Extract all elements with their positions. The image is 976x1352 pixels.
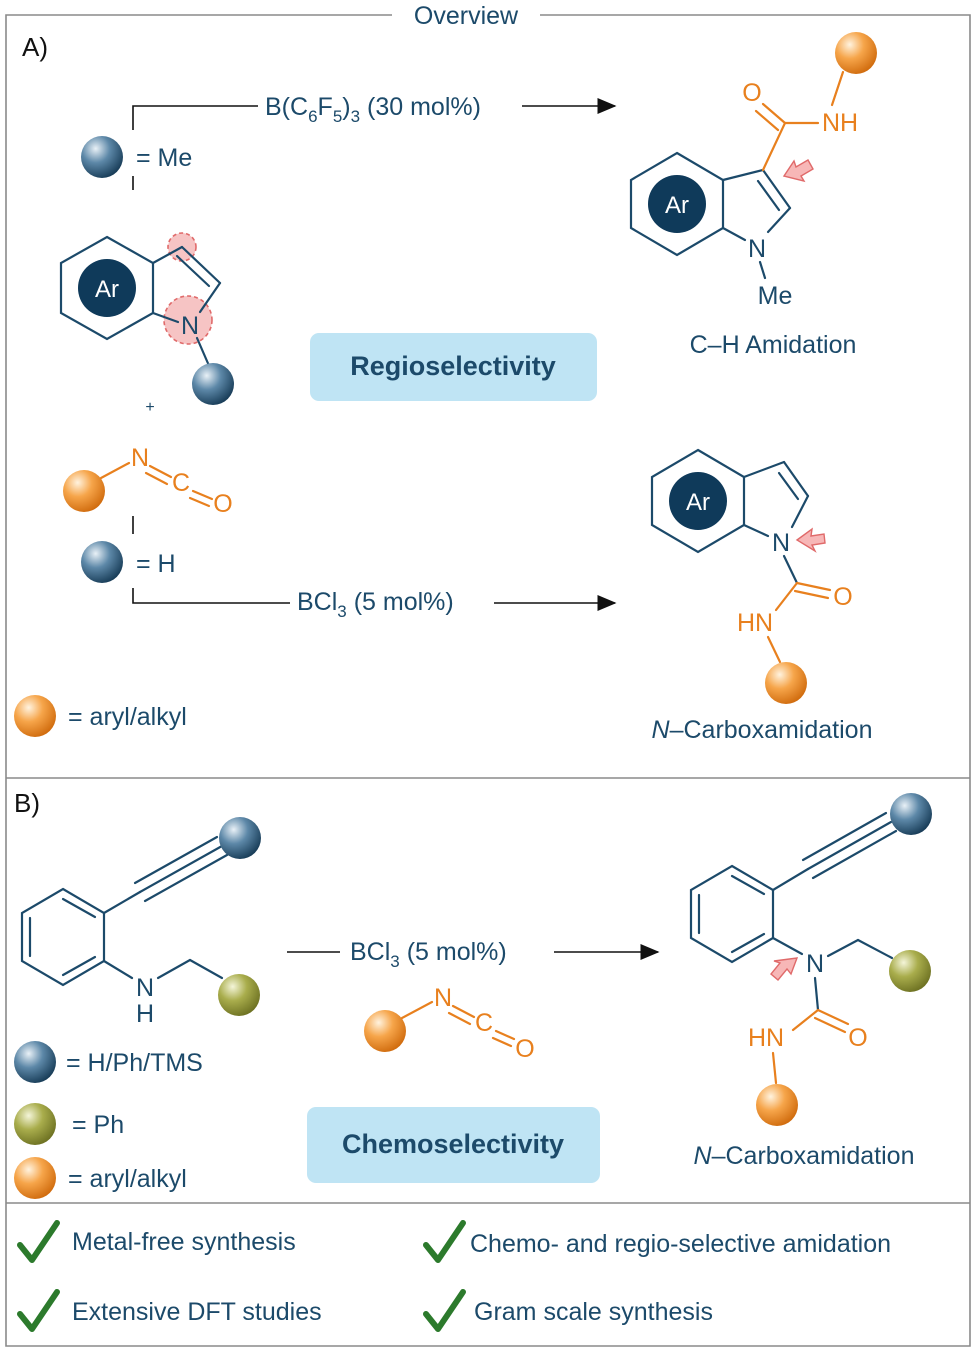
orange-definition-b: = aryl/alkyl bbox=[68, 1165, 187, 1193]
top-conditions: B(C6F5)3 (30 mol%) bbox=[265, 93, 481, 126]
amine-h: H bbox=[136, 1000, 154, 1028]
plus-sign: + bbox=[145, 399, 154, 416]
feature-item: Extensive DFT studies bbox=[72, 1298, 322, 1326]
bottom-reaction-arrow bbox=[132, 516, 617, 611]
n-carboxamidation-caption-a: N–Carboxamidation bbox=[652, 716, 873, 744]
ch-amidation-caption: C–H Amidation bbox=[690, 331, 857, 359]
isocyanate-c-b: C bbox=[475, 1009, 493, 1037]
n1-highlight bbox=[163, 295, 213, 345]
urea-o: O bbox=[833, 583, 852, 611]
chemoselectivity-text: Chemoselectivity bbox=[342, 1129, 564, 1159]
orange-sphere-icon bbox=[63, 470, 105, 512]
chemoselectivity-badge bbox=[307, 1107, 600, 1183]
n1-site-arrow-icon bbox=[795, 527, 826, 553]
feature-item: Gram scale synthesis bbox=[474, 1298, 713, 1326]
panel-b-conditions: BCl3 (5 mol%) bbox=[350, 938, 507, 971]
ar-label: Ar bbox=[95, 276, 119, 303]
indole-n-label: N bbox=[181, 312, 199, 340]
product-b-n-carboxamidation: N O HN bbox=[689, 793, 932, 1126]
indole-n-label-product: N bbox=[772, 529, 790, 557]
check-icon bbox=[17, 1220, 60, 1263]
orange-definition-a: = aryl/alkyl bbox=[68, 703, 187, 731]
green-sphere-icon bbox=[14, 1103, 56, 1145]
orange-sphere-icon bbox=[14, 695, 56, 737]
product-ch-amidation: Ar N Me O NH bbox=[629, 32, 877, 310]
blue-h-definition: = H bbox=[136, 550, 176, 578]
top-reaction-arrow bbox=[132, 98, 617, 190]
orange-sphere-icon bbox=[756, 1084, 798, 1126]
isocyanate-reactant: N C O bbox=[63, 444, 233, 518]
feature-list: Metal-free synthesis Chemo- and regio-se… bbox=[17, 1220, 891, 1332]
orange-sphere-icon bbox=[835, 32, 877, 74]
amide-nh: NH bbox=[822, 109, 858, 137]
ar-label: Ar bbox=[686, 489, 710, 516]
check-icon bbox=[17, 1289, 60, 1332]
amine-n: N bbox=[136, 974, 154, 1002]
isocyanate-o: O bbox=[213, 490, 232, 518]
green-sphere-icon bbox=[889, 950, 931, 992]
blue-sphere-icon bbox=[192, 363, 234, 405]
ar-ring-disc bbox=[669, 472, 727, 530]
panel-b-label: B) bbox=[14, 788, 40, 818]
n-site-arrow-icon bbox=[770, 957, 799, 981]
blue-sphere-icon bbox=[81, 541, 123, 583]
orange-sphere-icon bbox=[14, 1157, 56, 1199]
indole-reactant: Ar N bbox=[59, 232, 234, 405]
product-b-n: N bbox=[806, 950, 824, 978]
blue-me-definition: = Me bbox=[136, 144, 192, 172]
urea-o-b: O bbox=[848, 1024, 867, 1052]
feature-item: Chemo- and regio-selective amidation bbox=[470, 1230, 891, 1258]
feature-item: Metal-free synthesis bbox=[72, 1228, 296, 1256]
green-sphere-icon bbox=[218, 974, 260, 1016]
n-carboxamidation-caption-b: N–Carboxamidation bbox=[694, 1142, 915, 1170]
orange-sphere-icon bbox=[765, 662, 807, 704]
n-methyl-label: Me bbox=[758, 282, 793, 310]
urea-hn: HN bbox=[737, 609, 773, 637]
blue-sphere-icon bbox=[81, 136, 123, 178]
product-n-label: N bbox=[748, 235, 766, 263]
blue-definition-b: = H/Ph/TMS bbox=[66, 1049, 203, 1077]
ar-ring-disc bbox=[78, 259, 136, 317]
orange-sphere-icon bbox=[364, 1010, 406, 1052]
panel-a-label: A) bbox=[22, 32, 48, 62]
isocyanate-n-b: N bbox=[434, 984, 452, 1012]
outer-frame bbox=[5, 14, 971, 1347]
ar-label: Ar bbox=[665, 192, 689, 219]
ar-ring-disc bbox=[648, 175, 706, 233]
isocyanate-c: C bbox=[172, 469, 190, 497]
isocyanate-o-b: O bbox=[515, 1035, 534, 1063]
isocyanate-n: N bbox=[131, 444, 149, 472]
isocyanate-reagent-b: N C O bbox=[364, 984, 535, 1063]
regioselectivity-badge bbox=[310, 333, 597, 401]
alkynyl-aniline-reactant: N H bbox=[20, 817, 261, 1028]
urea-hn-b: HN bbox=[748, 1024, 784, 1052]
blue-sphere-icon bbox=[14, 1041, 56, 1083]
bottom-conditions: BCl3 (5 mol%) bbox=[297, 588, 454, 621]
blue-sphere-icon bbox=[219, 817, 261, 859]
carbonyl-o: O bbox=[742, 79, 761, 107]
overview-title: Overview bbox=[414, 2, 519, 30]
regioselectivity-text: Regioselectivity bbox=[350, 351, 556, 381]
green-definition-b: = Ph bbox=[72, 1111, 124, 1139]
product-n-carboxamidation: Ar N O HN bbox=[650, 448, 853, 704]
check-icon bbox=[423, 1220, 466, 1263]
c3-site-arrow-icon bbox=[782, 159, 814, 183]
blue-sphere-icon bbox=[890, 793, 932, 835]
check-icon bbox=[423, 1289, 466, 1332]
